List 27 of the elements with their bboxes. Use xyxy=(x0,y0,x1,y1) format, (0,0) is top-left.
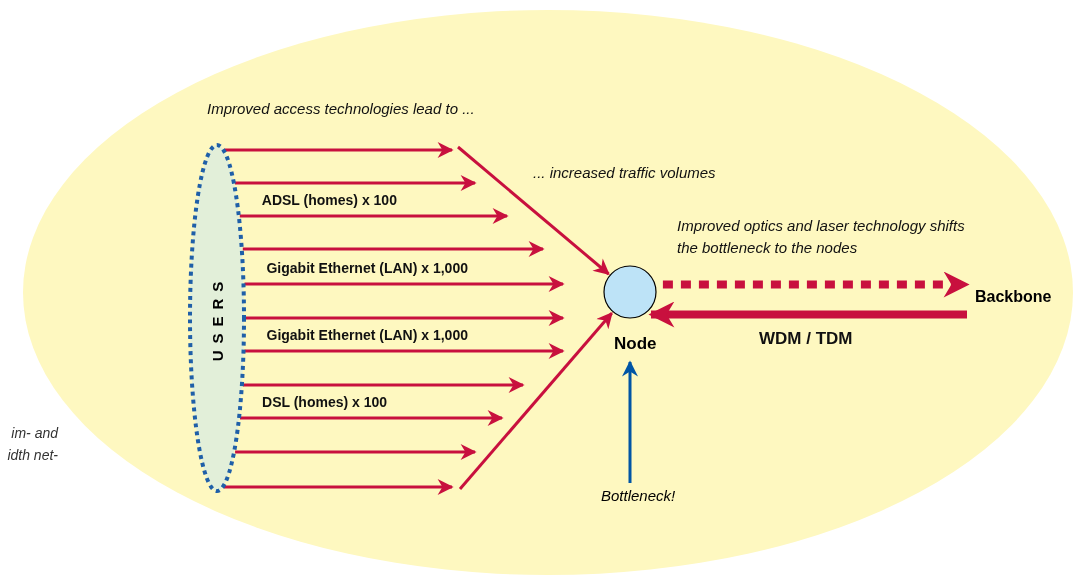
arrow xyxy=(244,276,565,292)
annotation-text: Improved optics and laser technology shifts the bottleneck to the nodes xyxy=(677,216,966,258)
annotation-text: Improved access technologies lead to ... xyxy=(207,100,475,117)
group-label: USERS xyxy=(208,274,226,362)
edge-label: DSL (homes) x 100 xyxy=(262,394,388,410)
arrow xyxy=(234,175,477,191)
arrow xyxy=(244,343,565,359)
arrow xyxy=(239,208,509,224)
endpoint-label: Backbone xyxy=(975,288,1052,306)
arrow xyxy=(224,142,454,158)
edge-label: Gigabit Ethernet (LAN) x 1,000 xyxy=(266,260,468,276)
arrow xyxy=(242,241,545,257)
annotation-text: ... increased traffic volumes xyxy=(533,164,716,181)
edge-label: WDM / TDM xyxy=(759,328,853,349)
edge-label: Gigabit Ethernet (LAN) x 1,000 xyxy=(266,327,468,343)
arrow xyxy=(457,145,610,276)
arrow xyxy=(622,360,638,483)
edge-label: ADSL (homes) x 100 xyxy=(261,192,397,208)
note-text: Bottleneck! xyxy=(601,487,676,504)
caption-fragment: im- and idth net- xyxy=(6,424,58,465)
arrow xyxy=(242,377,525,393)
arrow xyxy=(223,479,454,495)
node-label: Node xyxy=(614,334,657,354)
arrow xyxy=(235,444,477,460)
arrow xyxy=(240,410,504,426)
arrow xyxy=(245,310,565,326)
arrow xyxy=(458,312,613,490)
